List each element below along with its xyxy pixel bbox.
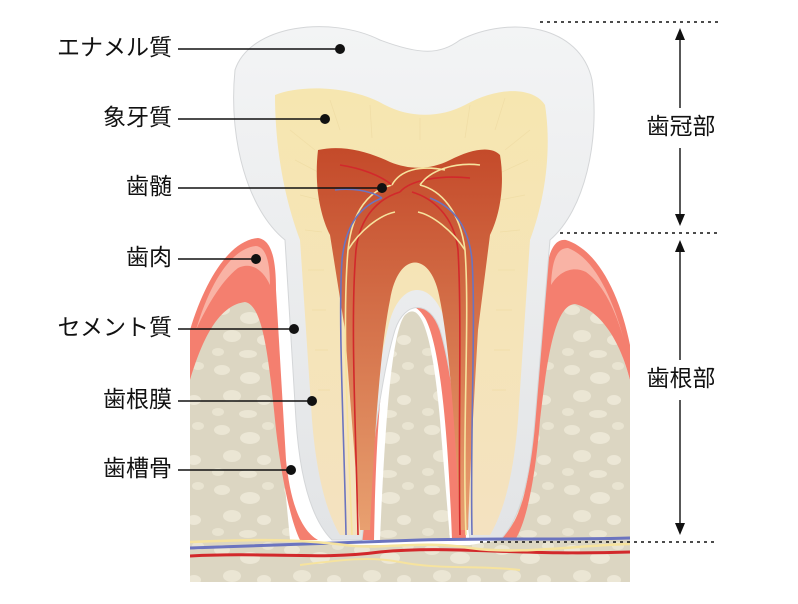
dentin-dot (320, 114, 330, 124)
interradicular-bone (380, 311, 450, 540)
bottom-vessels (190, 536, 630, 571)
enamel-dot (335, 44, 345, 54)
bone-dot (286, 465, 296, 475)
interradicular-gingiva (360, 288, 466, 540)
cementum-dot (289, 324, 299, 334)
label-root: 歯根部 (642, 368, 720, 391)
pdl-dot (307, 396, 317, 406)
root-dimension-arrow (675, 240, 685, 535)
label-dentin: 象牙質 (103, 105, 172, 131)
label-crown: 歯冠部 (642, 116, 720, 139)
gingiva-right (498, 239, 630, 541)
pulp-vessels (334, 163, 481, 536)
gingiva-dot (251, 254, 261, 264)
leader-lines (178, 48, 382, 471)
dentin-tubules (289, 97, 531, 391)
pulp (316, 148, 502, 531)
label-pulp: 歯髄 (126, 174, 172, 200)
dashed-lines (480, 21, 718, 543)
leader-dots (251, 44, 387, 475)
gingiva-left (190, 238, 318, 540)
label-cementum: セメント質 (57, 315, 172, 341)
label-gingiva: 歯肉 (126, 245, 172, 271)
gingiva-left-highlight (196, 246, 270, 330)
gingiva-right-highlight (551, 248, 624, 340)
label-pdl: 歯根膜 (103, 387, 172, 413)
label-enamel: エナメル質 (57, 35, 172, 61)
label-alveolar-bone: 歯槽骨 (103, 456, 172, 482)
pulp-dot (377, 183, 387, 193)
crown-dimension-arrow (675, 28, 685, 226)
